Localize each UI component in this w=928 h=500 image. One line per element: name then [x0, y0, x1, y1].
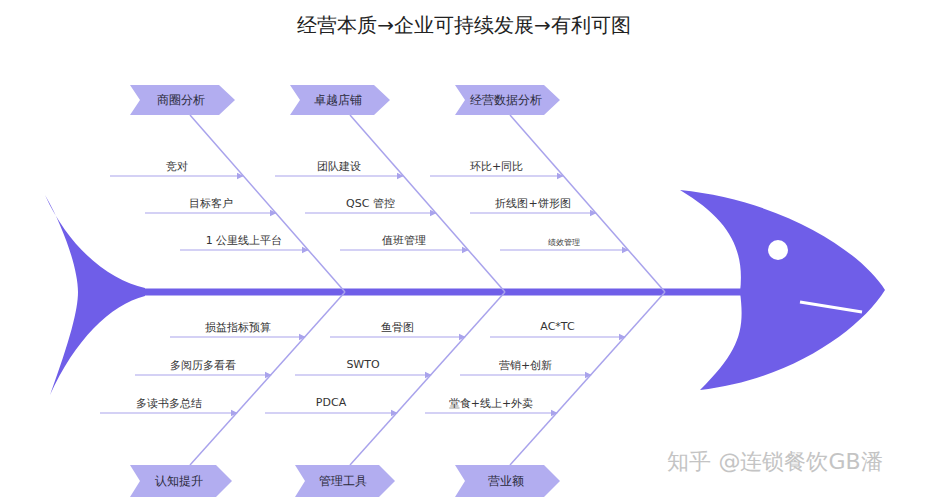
fish-tail	[45, 195, 145, 395]
minor-bone	[490, 336, 625, 337]
cause-label: 竞对	[166, 159, 188, 174]
category-label: 认知提升	[136, 465, 222, 497]
category-label: 商圈分析	[136, 85, 225, 115]
minor-bone	[180, 249, 308, 250]
cause-label: 鱼骨图	[381, 320, 414, 335]
chevron-fill	[295, 465, 395, 497]
watermark: 知乎 @连锁餐饮GB潘	[667, 447, 882, 477]
minor-bone	[265, 412, 397, 413]
cause-label: AC*TC	[540, 320, 574, 333]
category-label: 卓越店铺	[296, 85, 380, 115]
minor-bone	[500, 249, 628, 250]
chevron-fill	[455, 465, 560, 497]
category-box: 商圈分析	[130, 85, 235, 115]
category-label: 营业额	[461, 465, 550, 497]
cause-label: 多读书多总结	[136, 396, 202, 411]
minor-bone	[460, 374, 591, 375]
category-box: 营业额	[455, 465, 560, 497]
minor-bone	[305, 212, 436, 213]
minor-bone	[340, 249, 468, 250]
cause-label: 多阅历多看看	[170, 358, 236, 373]
cause-label: QSC 管控	[346, 196, 395, 211]
category-box: 管理工具	[295, 465, 395, 497]
cause-label: 值班管理	[382, 233, 426, 248]
minor-bone	[430, 175, 563, 176]
fish-bone	[350, 292, 505, 465]
category-box: 经营数据分析	[455, 85, 560, 115]
cause-label: 折线图+饼形图	[495, 196, 570, 211]
minor-bone	[295, 374, 431, 375]
cause-label: 1 公里线上平台	[206, 233, 283, 248]
minor-bone	[135, 374, 271, 375]
minor-bone	[170, 336, 305, 337]
chevron-fill	[290, 85, 390, 115]
chevron-fill	[455, 85, 560, 115]
fish-bone	[510, 292, 665, 465]
cause-label: SWTO	[346, 358, 379, 371]
diagram-title: 经营本质→企业可持续发展→有利可图	[297, 12, 631, 39]
fish-eye	[768, 240, 788, 260]
minor-bone	[145, 212, 276, 213]
minor-bone	[425, 412, 557, 413]
minor-bone	[330, 336, 465, 337]
chevron-fill	[130, 465, 232, 497]
cause-label: 营销+创新	[499, 358, 552, 373]
chevron-fill	[130, 85, 235, 115]
cause-label: 损益指标预算	[205, 320, 271, 335]
fish-bone	[190, 292, 345, 465]
cause-label: 团队建设	[317, 159, 361, 174]
minor-bone	[100, 412, 237, 413]
cause-label: 目标客户	[189, 196, 233, 211]
minor-bone	[110, 175, 243, 176]
cause-label: 堂食+线上+外卖	[449, 396, 533, 411]
fish-mouth	[800, 302, 862, 312]
category-label: 管理工具	[301, 465, 385, 497]
cause-label: PDCA	[316, 396, 346, 409]
minor-bone	[275, 175, 403, 176]
category-box: 认知提升	[130, 465, 232, 497]
category-box: 卓越店铺	[290, 85, 390, 115]
cause-label: 环比+同比	[470, 159, 523, 174]
category-label: 经营数据分析	[461, 85, 550, 115]
cause-label: 绩效管理	[548, 237, 580, 248]
fish-spine	[140, 289, 745, 296]
minor-bone	[470, 212, 596, 213]
